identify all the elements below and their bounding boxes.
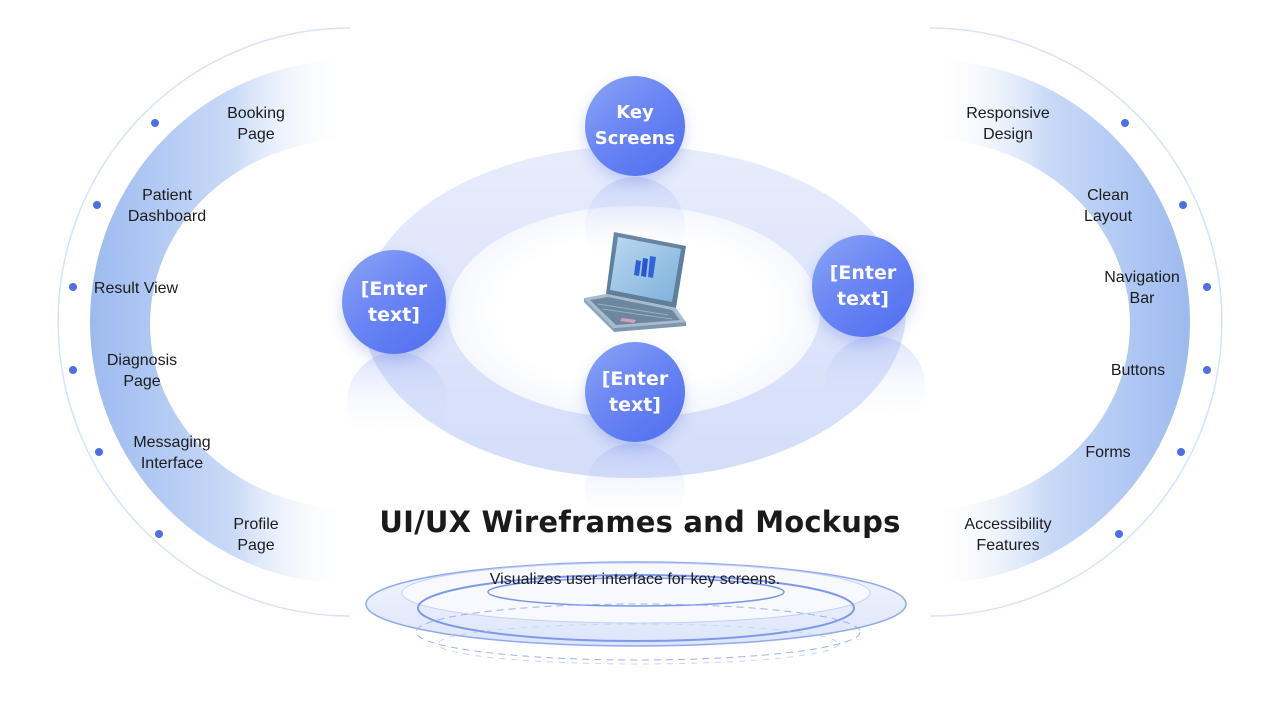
key-screens-label: Key Screens (594, 102, 676, 149)
enter-text-bubble-right: [Enter text] (812, 235, 914, 337)
laptop-icon (584, 232, 686, 332)
left-item-patient-dashboard: Patient Dashboard (127, 187, 207, 225)
left-item-result-view: Result View (93, 280, 179, 297)
base-platform (365, 561, 907, 665)
right-item-clean-layout: Clean Layout (1083, 187, 1133, 225)
right-item-responsive-design: Responsive Design (966, 105, 1050, 143)
enter-text-bottom-label: [Enter text] (601, 368, 669, 416)
left-arc (57, 27, 351, 617)
right-item-buttons: Buttons (1110, 362, 1166, 379)
diagram-subtitle: Visualizes user interface for key screen… (489, 571, 781, 588)
left-item-profile-page: Profile Page (233, 516, 279, 554)
right-dots (1115, 119, 1211, 538)
left-item-messaging-interface: Messaging Interface (133, 434, 211, 472)
enter-text-left-label: [Enter text] (360, 278, 428, 326)
right-item-navigation-bar: Navigation Bar (1104, 269, 1180, 307)
right-item-forms: Forms (1085, 444, 1131, 461)
left-item-booking-page: Booking Page (227, 105, 285, 143)
right-item-accessibility-features: Accessibility Features (964, 516, 1052, 554)
right-arc (929, 27, 1223, 617)
diagram-title: UI/UX Wireframes and Mockups (379, 505, 901, 539)
reflection-bottom (585, 443, 685, 533)
reflection-key (585, 177, 685, 277)
enter-text-bubble-bottom: [Enter text] (585, 342, 685, 442)
enter-text-right-label: [Enter text] (829, 262, 897, 310)
left-item-diagnosis-page: Diagnosis Page (106, 352, 178, 390)
left-dots (69, 119, 163, 538)
key-screens-bubble: Key Screens (585, 76, 685, 176)
reflection-left (347, 352, 447, 452)
enter-text-bubble-left: [Enter text] (342, 250, 446, 354)
reflection-right (825, 336, 925, 436)
